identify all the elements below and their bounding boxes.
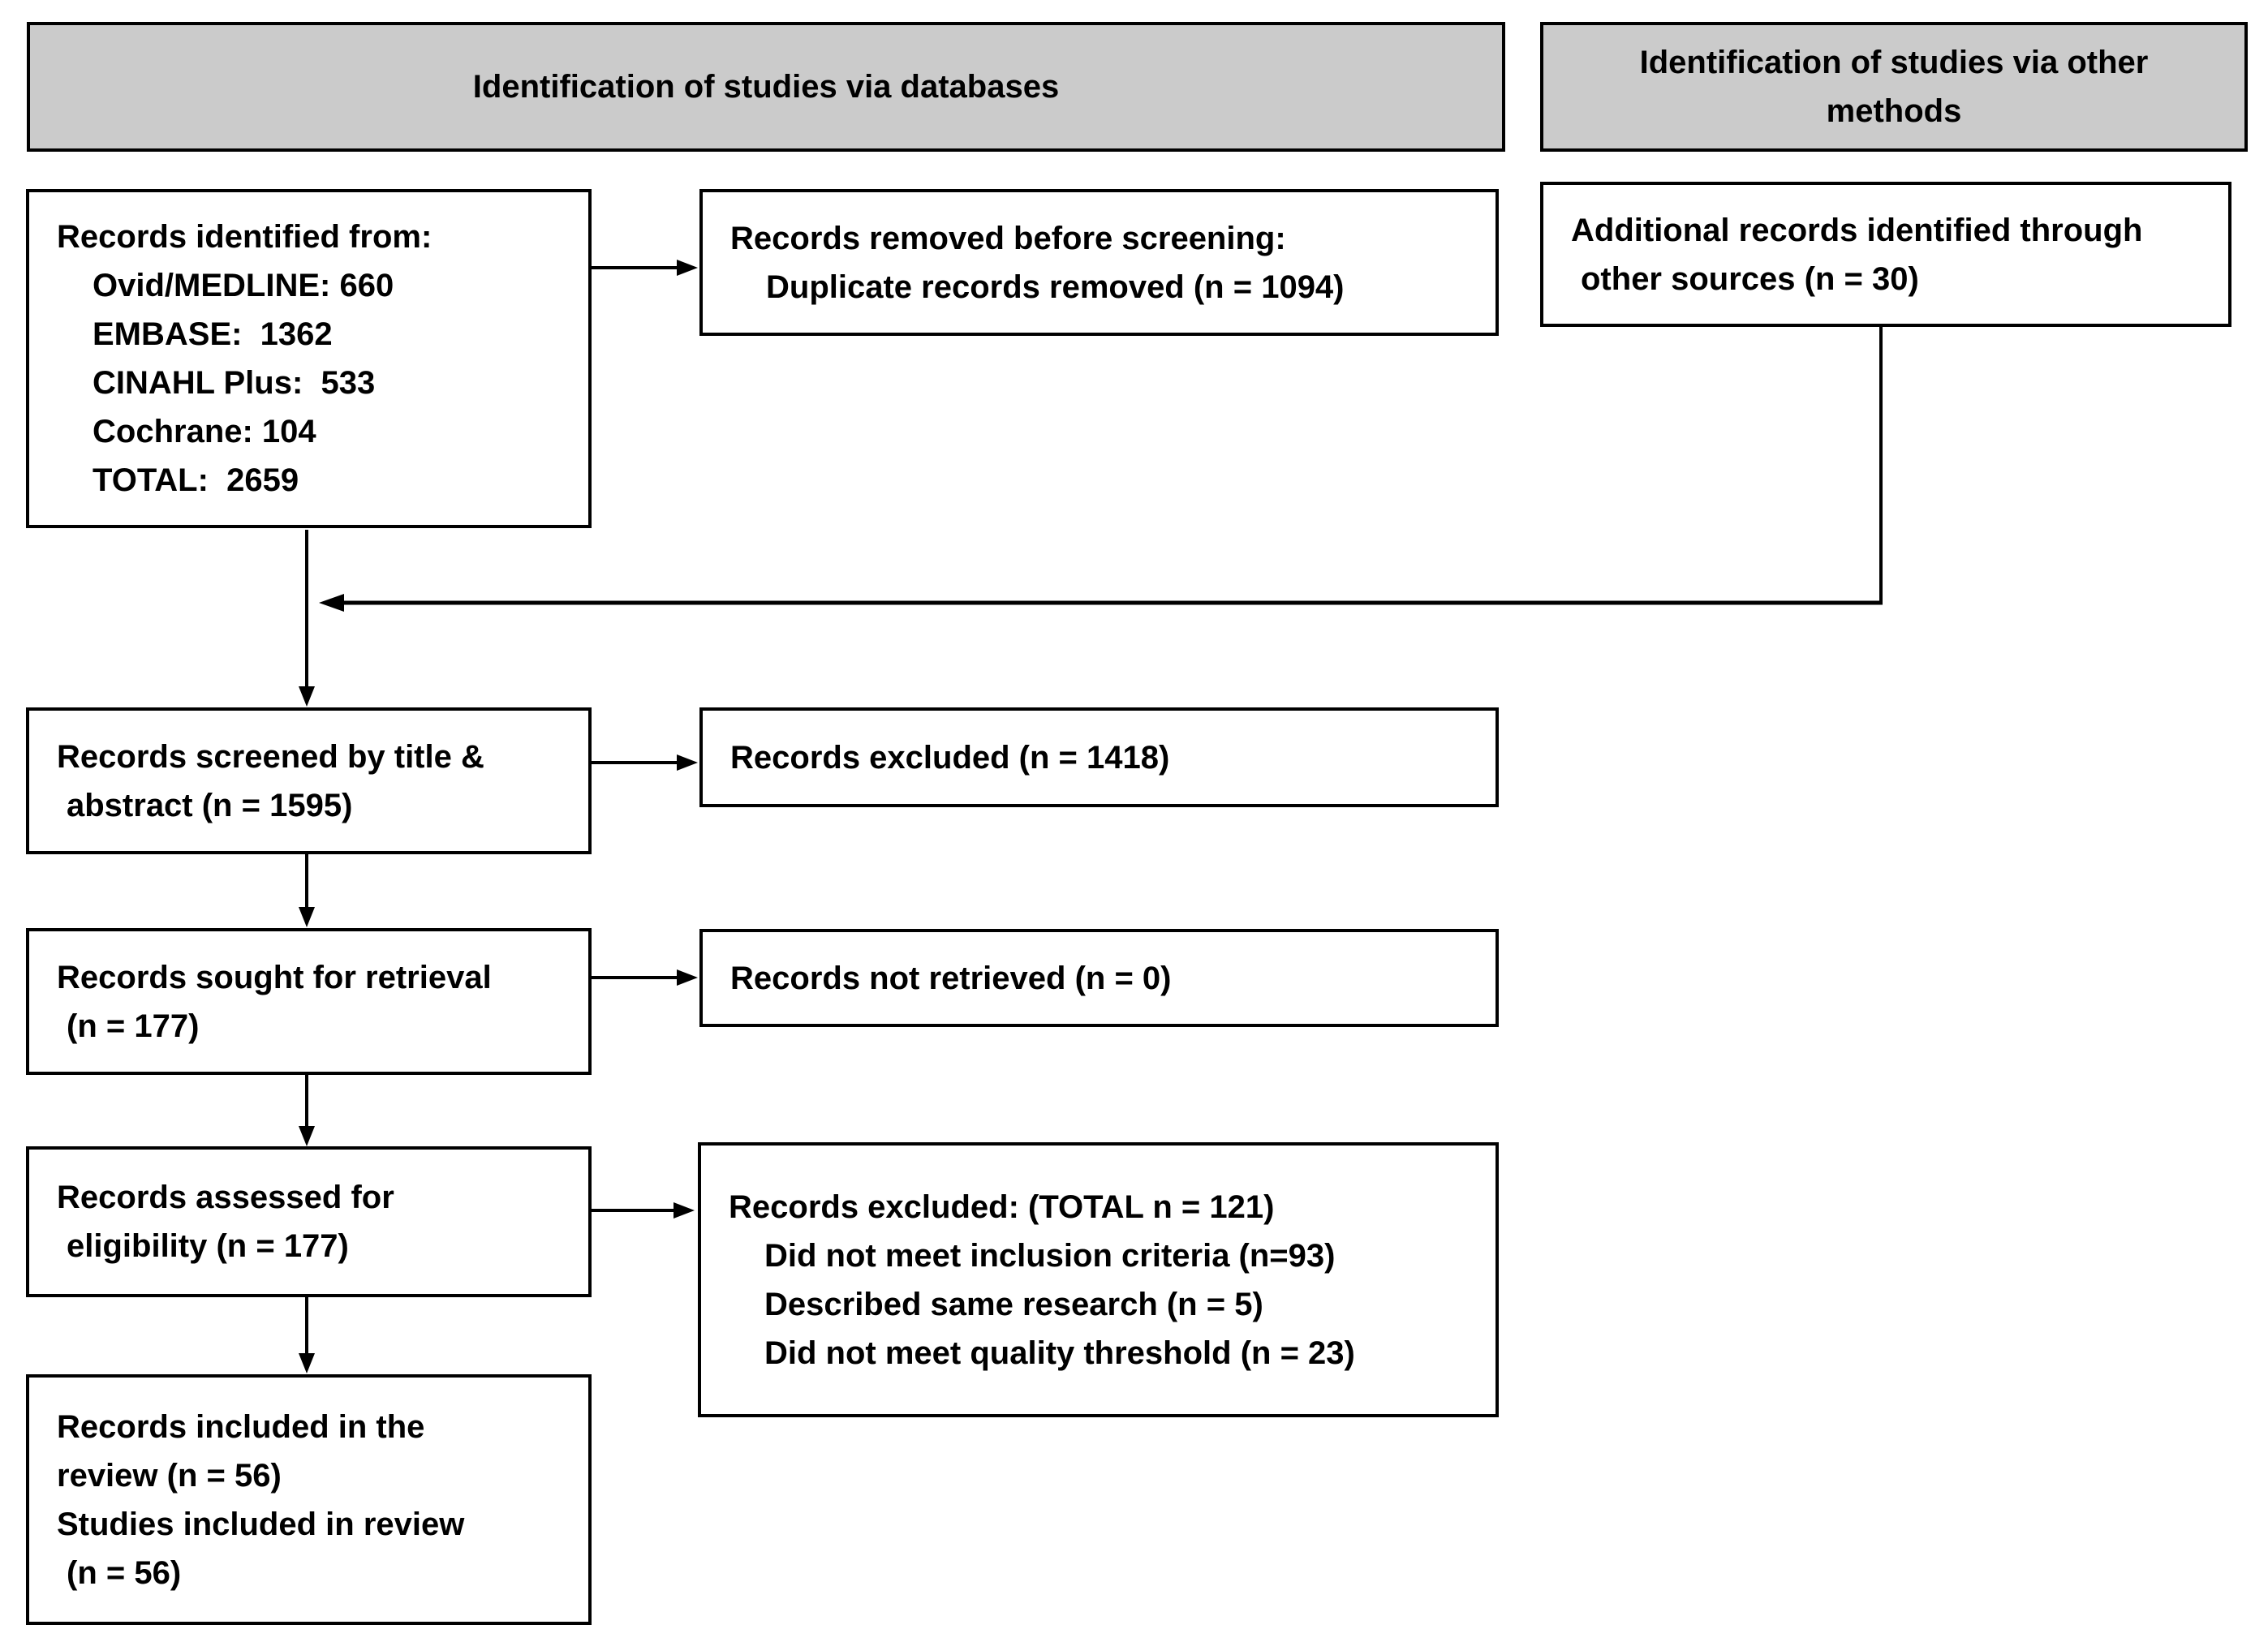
records-included-line3: Studies included in review: [57, 1506, 465, 1542]
header-databases-label: Identification of studies via databases: [472, 69, 1060, 105]
records-sought-line2: (n = 177): [67, 1008, 200, 1044]
records-screened-line1: Records screened by title &: [57, 738, 484, 775]
header-other-line1: Identification of studies via other: [1639, 45, 2149, 80]
additional-records-line2: other sources (n = 30): [1581, 260, 1919, 297]
excluded-same-research: Described same research (n = 5): [764, 1286, 1263, 1322]
records-identified-embase: EMBASE: 1362: [93, 316, 333, 352]
arrow-sought-to-assessed-head: [299, 1126, 315, 1146]
box-records-included: Records included in the review (n = 56) …: [26, 1374, 592, 1625]
arrow-identified-to-screened-head: [299, 686, 315, 707]
excluded-inclusion-criteria: Did not meet inclusion criteria (n=93): [764, 1237, 1336, 1274]
box-records-not-retrieved: Records not retrieved (n = 0): [699, 929, 1499, 1027]
records-excluded-eligibility-title: Records excluded: (TOTAL n = 121): [729, 1189, 1275, 1225]
header-identification-via-other-methods: Identification of studies via other meth…: [1540, 22, 2248, 152]
records-assessed-line1: Records assessed for: [57, 1180, 394, 1215]
box-records-excluded-eligibility: Records excluded: (TOTAL n = 121) Did no…: [698, 1142, 1499, 1417]
records-identified-total: TOTAL: 2659: [93, 462, 299, 498]
records-identified-cinahl: CINAHL Plus: 533: [93, 365, 376, 401]
arrow-identified-to-removed-head: [677, 260, 698, 276]
records-removed-duplicates: Duplicate records removed (n = 1094): [766, 269, 1345, 305]
arrow-assessed-to-excluded-head: [674, 1202, 695, 1219]
additional-records-line1: Additional records identified through: [1571, 212, 2143, 248]
box-records-sought: Records sought for retrieval (n = 177): [26, 928, 592, 1075]
header-identification-via-databases: Identification of studies via databases: [27, 22, 1505, 152]
arrow-additional-head: [319, 594, 344, 612]
records-not-retrieved-label: Records not retrieved (n = 0): [730, 960, 1172, 996]
header-other-line2: methods: [1826, 93, 1962, 129]
records-identified-cochrane: Cochrane: 104: [93, 414, 316, 449]
arrow-sought-to-notretrieved-head: [677, 969, 698, 986]
records-assessed-line2: eligibility (n = 177): [67, 1228, 349, 1264]
excluded-quality-threshold: Did not meet quality threshold (n = 23): [764, 1335, 1355, 1371]
records-sought-line1: Records sought for retrieval: [57, 959, 492, 995]
box-records-screened: Records screened by title & abstract (n …: [26, 707, 592, 854]
arrow-assessed-to-included-head: [299, 1353, 315, 1373]
records-removed-title: Records removed before screening:: [730, 220, 1286, 256]
records-identified-ovid-medline: Ovid/MEDLINE: 660: [93, 268, 394, 303]
records-screened-line2: abstract (n = 1595): [67, 787, 353, 823]
box-additional-records: Additional records identified through ot…: [1540, 182, 2231, 327]
box-records-excluded-screening: Records excluded (n = 1418): [699, 707, 1499, 807]
records-included-line4: (n = 56): [67, 1554, 182, 1591]
records-identified-title: Records identified from:: [57, 219, 433, 255]
box-records-identified: Records identified from: Ovid/MEDLINE: 6…: [26, 189, 592, 528]
records-included-line1: Records included in the: [57, 1408, 425, 1445]
box-records-assessed: Records assessed for eligibility (n = 17…: [26, 1146, 592, 1297]
arrow-screened-to-sought-head: [299, 907, 315, 927]
arrow-screened-to-excluded-head: [677, 754, 698, 771]
records-excluded-screening-label: Records excluded (n = 1418): [730, 739, 1170, 776]
box-records-removed-before-screening: Records removed before screening: Duplic…: [699, 189, 1499, 336]
records-included-line2: review (n = 56): [57, 1457, 282, 1494]
